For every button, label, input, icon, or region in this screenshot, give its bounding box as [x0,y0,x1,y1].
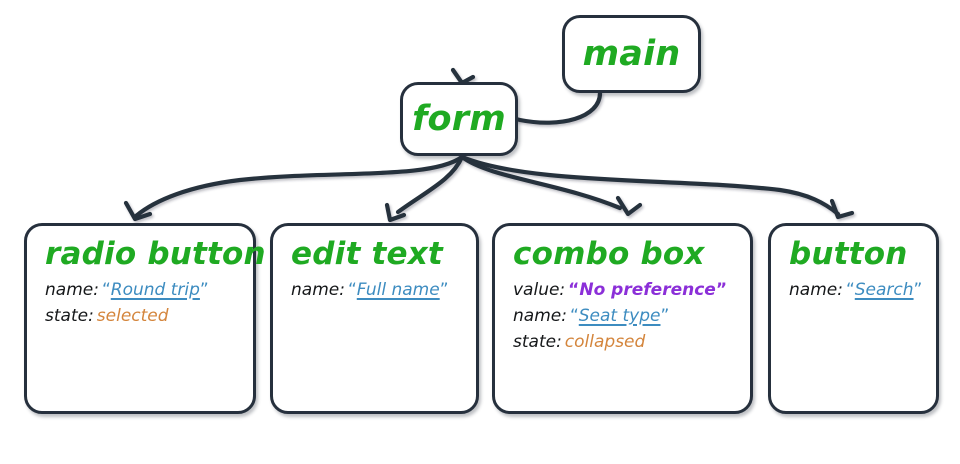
quote-close: ” [660,305,670,326]
property-value-text: Seat type [578,305,661,326]
property-row: name:“Round trip” [45,277,239,303]
property-key: name: [45,279,99,300]
property-value-text: Full name [356,279,440,300]
property-row: name:“Search” [789,277,922,303]
property-value: “Round trip” [102,280,209,300]
property-row: name:“Full name” [291,277,462,303]
edge-form-to-button [459,154,841,217]
edge-form-to-radio-arrowhead [123,200,153,222]
quote-open: “ [101,279,111,300]
quote-close: ” [913,279,923,300]
quote-close: ” [715,279,728,300]
property-value-text: No preference [579,279,716,300]
property-key: name: [513,305,567,326]
node-combo-box-role: combo box [513,236,705,272]
edge-form-to-edit [395,154,465,215]
edge-form-to-button-arrowhead [829,198,855,220]
node-button-properties: name:“Search” [789,277,922,303]
node-edit-text-properties: name:“Full name” [291,277,462,303]
property-value: collapsed [564,332,646,353]
quote-open: “ [347,279,357,300]
quote-open: “ [568,279,580,300]
property-value: selected [96,305,169,326]
property-row: value:“No preference” [513,277,736,303]
node-radio-button-properties: name:“Round trip” state:selected [45,277,239,330]
property-key: state: [513,332,562,353]
node-form-role: form [412,98,506,139]
property-value-text: Round trip [110,279,200,300]
property-row: name:“Seat type” [513,303,736,329]
property-row: state:collapsed [513,329,736,355]
node-radio-button[interactable]: radio button name:“Round trip” state:sel… [24,223,266,414]
node-radio-button-role: radio button [45,236,266,272]
node-combo-box-properties: value:“No preference” name:“Seat type” s… [513,277,736,356]
quote-close: ” [439,279,449,300]
property-value-text: Search [854,279,914,300]
edge-form-to-radio [133,154,465,219]
node-main-role: main [582,33,681,74]
node-edit-text-role: edit text [291,236,443,272]
quote-open: “ [845,279,855,300]
node-button[interactable]: button name:“Search” [768,223,939,414]
property-row: state:selected [45,303,239,329]
property-value: “Full name” [348,280,449,300]
quote-close: ” [199,279,209,300]
node-button-role: button [789,236,908,272]
property-value: “Seat type” [570,306,669,326]
property-value: “Search” [846,280,922,300]
property-key: name: [291,279,345,300]
edge-form-to-combo-arrowhead [615,195,643,217]
property-key: state: [45,305,94,326]
property-key: name: [789,279,843,300]
property-key: value: [513,279,566,300]
node-combo-box[interactable]: combo box value:“No preference” name:“Se… [492,223,753,414]
edge-form-to-edit-arrowhead [384,202,407,223]
node-edit-text[interactable]: edit text name:“Full name” [270,223,479,414]
node-main[interactable]: main [562,15,701,93]
edge-form-to-combo [459,154,623,211]
node-form[interactable]: form [400,82,518,156]
property-value: “No preference” [568,280,727,300]
quote-open: “ [569,305,579,326]
